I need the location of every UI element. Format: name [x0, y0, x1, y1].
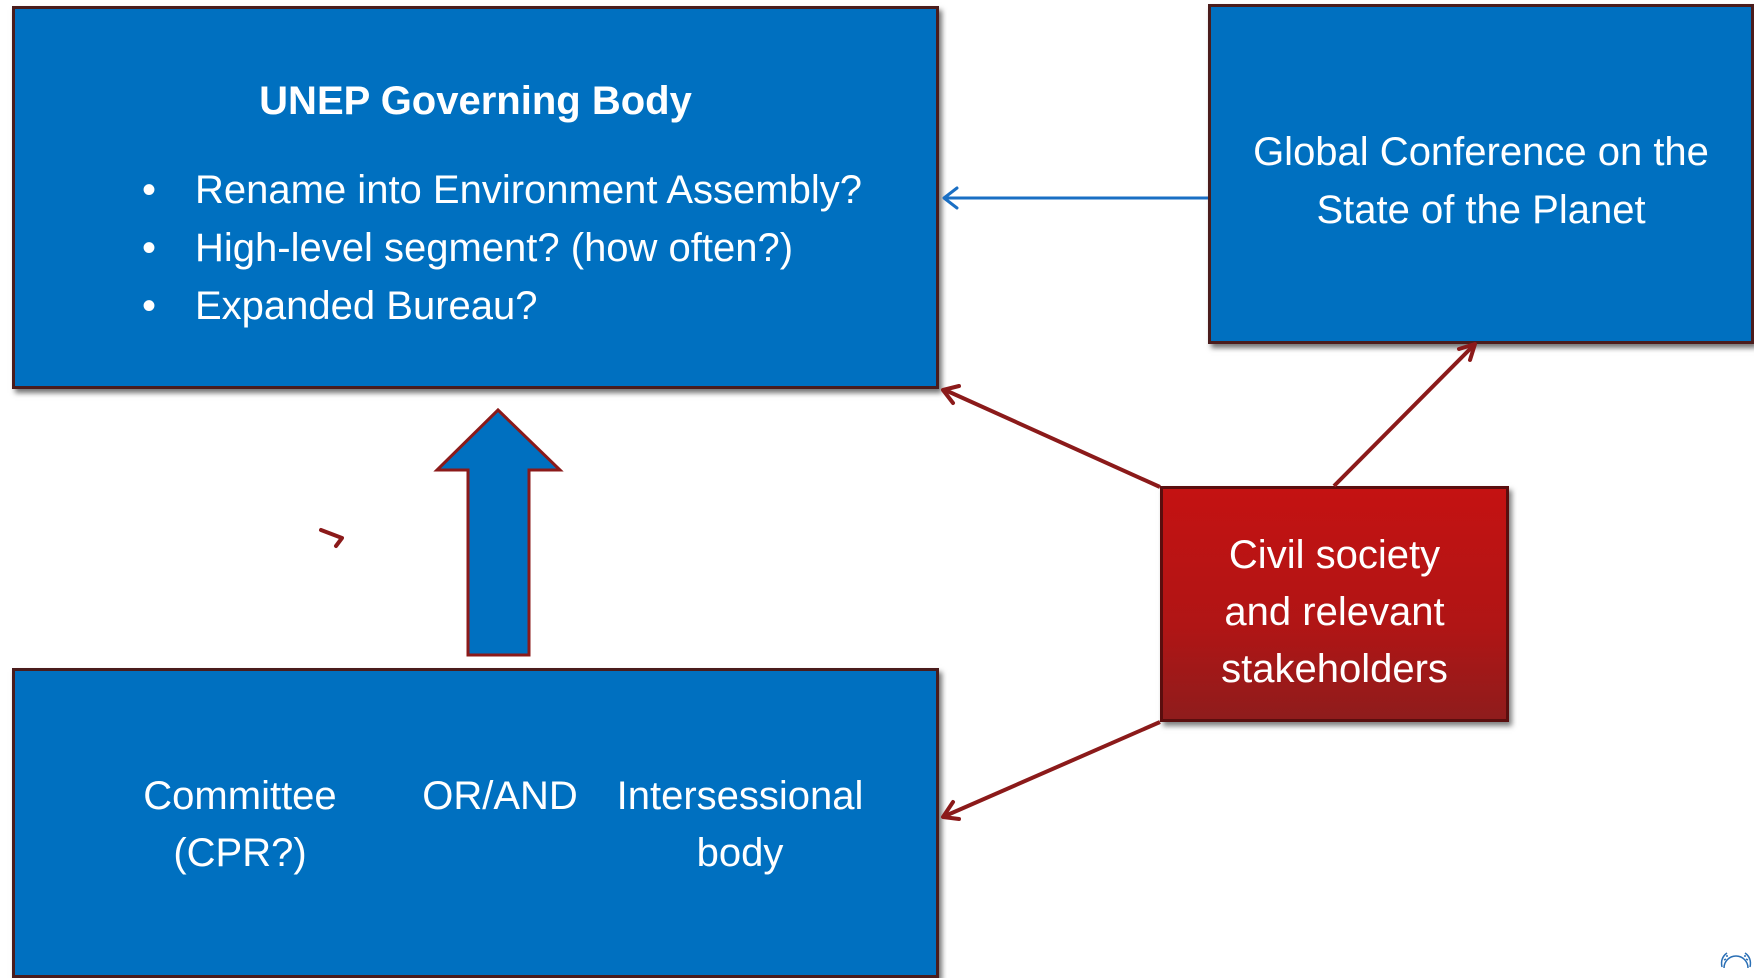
committee-line-1: Committee	[143, 774, 337, 818]
block-arrow-up	[433, 407, 564, 657]
civil-society-line-2: and relevant	[1224, 590, 1445, 634]
committee-label: Committee (CPR?)	[110, 768, 370, 882]
global-conference-line-1: Global Conference on the	[1253, 130, 1709, 174]
global-conference-box: Global Conference on the State of the Pl…	[1208, 4, 1754, 344]
or-and-connector: OR/AND	[422, 774, 578, 818]
governing-body-box: UNEP Governing Body • Rename into Environ…	[12, 6, 939, 389]
civil-society-line-1: Civil society	[1228, 533, 1441, 577]
stray-arrowhead-mark	[319, 528, 344, 548]
global-conference-line-2: State of the Planet	[1316, 188, 1646, 232]
conference-to-governing-arrow	[942, 186, 1208, 210]
bullet-icon: •	[142, 226, 157, 270]
intersessional-label: Intersessional body	[605, 768, 875, 882]
bullet-text: Expanded Bureau?	[195, 284, 538, 328]
committee-line-2: (CPR?)	[173, 831, 307, 875]
civil-society-box: Civil society and relevant stakeholders	[1160, 486, 1509, 722]
bullet-item: • Rename into Environment Assembly?	[120, 161, 862, 219]
bullet-icon: •	[142, 168, 157, 212]
civil-society-label: Civil society and relevant stakeholders	[1163, 527, 1506, 698]
un-emblem-icon	[1720, 952, 1752, 968]
civil-to-conference-arrow	[1332, 342, 1477, 488]
intersessional-line-1: Intersessional	[616, 774, 864, 818]
civil-to-committee-arrow	[941, 720, 1161, 821]
bullet-item: • High-level segment? (how often?)	[120, 219, 862, 277]
bullet-icon: •	[142, 284, 157, 328]
committee-box: Committee (CPR?) OR/AND Intersessional b…	[12, 668, 939, 978]
civil-to-governing-arrow	[941, 384, 1161, 489]
global-conference-label: Global Conference on the State of the Pl…	[1211, 123, 1751, 239]
civil-society-line-3: stakeholders	[1221, 647, 1448, 691]
bullet-text: Rename into Environment Assembly?	[195, 168, 862, 212]
intersessional-line-2: body	[696, 831, 784, 875]
governing-body-title: UNEP Governing Body	[259, 79, 692, 123]
bullet-text: High-level segment? (how often?)	[195, 226, 794, 270]
governing-body-bullet-list: • Rename into Environment Assembly? • High…	[120, 161, 862, 335]
bullet-item: • Expanded Bureau?	[120, 277, 862, 335]
